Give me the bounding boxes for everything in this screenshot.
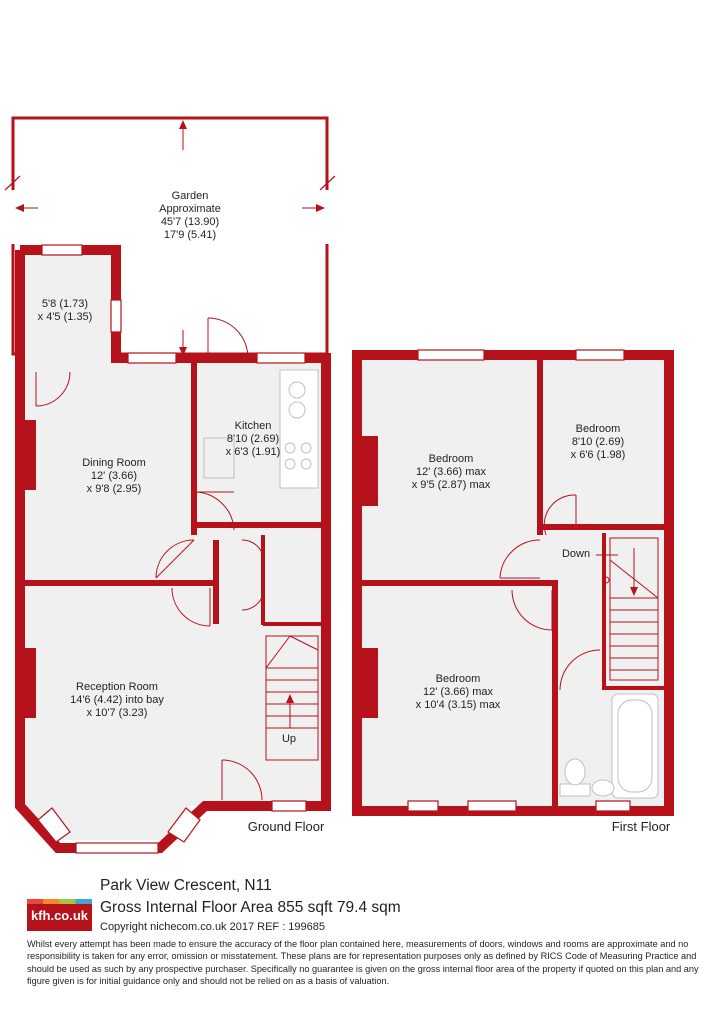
- kfh-logo: kfh.co.uk: [27, 899, 92, 931]
- property-address: Park View Crescent, N11: [100, 877, 272, 894]
- copyright-text: Copyright nichecom.co.uk 2017 REF : 1996…: [100, 921, 326, 933]
- first-floor: [352, 349, 674, 816]
- ground-floor-label: Ground Floor: [248, 819, 325, 834]
- floor-area: Gross Internal Floor Area 855 sqft 79.4 …: [100, 899, 401, 916]
- store-label: 5'8 (1.73)x 4'5 (1.35): [38, 298, 93, 323]
- stairs-up-label: Up: [282, 733, 296, 745]
- ground-floor: [15, 244, 331, 854]
- first-floor-label: First Floor: [612, 819, 671, 834]
- logo-color-bar: [27, 899, 92, 904]
- stairs-down-label: Down: [562, 548, 590, 560]
- disclaimer-text: Whilst every attempt has been made to en…: [27, 939, 699, 986]
- logo-text: kfh.co.uk: [30, 907, 89, 923]
